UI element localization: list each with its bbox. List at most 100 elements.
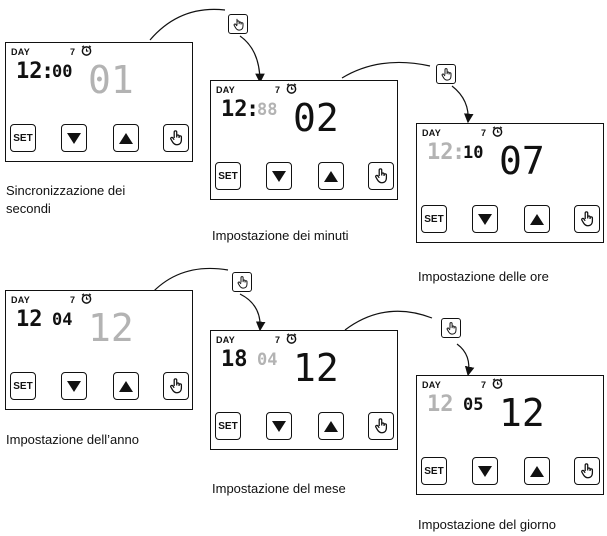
arrow-1-to-2 xyxy=(149,8,226,41)
up-button[interactable] xyxy=(524,457,550,485)
down-button[interactable] xyxy=(61,372,87,400)
touch-hand-icon xyxy=(170,130,183,146)
weekday-number: 7 xyxy=(275,85,281,95)
touch-button[interactable] xyxy=(368,162,394,190)
day-label: DAY xyxy=(11,47,31,57)
down-button[interactable] xyxy=(61,124,87,152)
touch-button[interactable] xyxy=(368,412,394,440)
hour-digits: 12 xyxy=(427,140,454,165)
minute-digits: 04 xyxy=(52,310,73,330)
hour-digits: 12 xyxy=(221,97,248,122)
alarm-clock-icon xyxy=(81,45,92,56)
set-button[interactable]: SET xyxy=(10,372,36,400)
arrow-2-to-3-drop xyxy=(451,85,474,124)
main-digits: 02 xyxy=(293,96,339,140)
alarm-clock-icon xyxy=(492,378,503,389)
up-button[interactable] xyxy=(113,372,139,400)
set-button[interactable]: SET xyxy=(215,162,241,190)
triangle-up-icon xyxy=(324,171,338,182)
weekday-number: 7 xyxy=(481,380,487,390)
weekday-number: 7 xyxy=(275,335,281,345)
minute-digits: 05 xyxy=(463,395,484,415)
triangle-down-icon xyxy=(272,421,286,432)
set-button[interactable]: SET xyxy=(10,124,36,152)
weekday-number: 7 xyxy=(481,128,487,138)
minute-digits: 04 xyxy=(257,350,278,370)
hour-digits: 18 xyxy=(221,347,248,372)
main-digits: 12 xyxy=(499,391,545,435)
touch-hand-icon xyxy=(441,318,461,338)
separator: : xyxy=(41,59,55,84)
caption-day: Impostazione del giorno xyxy=(418,517,557,532)
alarm-clock-icon xyxy=(492,126,503,137)
touch-hand-icon xyxy=(581,463,594,479)
set-button[interactable]: SET xyxy=(421,457,447,485)
main-digits: 07 xyxy=(499,139,545,183)
triangle-up-icon xyxy=(324,421,338,432)
up-button[interactable] xyxy=(524,205,550,233)
day-label: DAY xyxy=(422,128,442,138)
up-button[interactable] xyxy=(113,124,139,152)
arrow-4-to-5-drop xyxy=(239,293,266,332)
main-digits: 12 xyxy=(88,306,134,350)
down-button[interactable] xyxy=(266,162,292,190)
caption-seconds: Sincronizzazione dei secondi xyxy=(6,183,126,216)
day-label: DAY xyxy=(216,85,236,95)
touch-button[interactable] xyxy=(574,457,600,485)
triangle-up-icon xyxy=(530,214,544,225)
touch-button[interactable] xyxy=(574,205,600,233)
hour-digits: 12 xyxy=(16,59,43,84)
day-label: DAY xyxy=(216,335,236,345)
main-digits: 01 xyxy=(88,58,134,102)
minute-digits: 88 xyxy=(257,100,278,120)
triangle-up-icon xyxy=(119,133,133,144)
alarm-clock-icon xyxy=(286,83,297,94)
caption-month: Impostazione del mese xyxy=(212,481,346,496)
separator: : xyxy=(452,140,466,165)
separator: : xyxy=(246,97,260,122)
down-button[interactable] xyxy=(472,457,498,485)
touch-hand-icon xyxy=(232,272,252,292)
triangle-down-icon xyxy=(272,171,286,182)
touch-hand-icon xyxy=(170,378,183,394)
hour-digits: 12 xyxy=(427,392,454,417)
triangle-down-icon xyxy=(67,133,81,144)
set-button[interactable]: SET xyxy=(421,205,447,233)
up-button[interactable] xyxy=(318,162,344,190)
alarm-clock-icon xyxy=(286,333,297,344)
touch-hand-icon xyxy=(436,64,456,84)
up-button[interactable] xyxy=(318,412,344,440)
weekday-number: 7 xyxy=(70,47,76,57)
arrow-5-to-6 xyxy=(344,310,433,331)
alarm-clock-icon xyxy=(81,293,92,304)
minute-digits: 00 xyxy=(52,62,73,82)
touch-button[interactable] xyxy=(163,124,189,152)
day-label: DAY xyxy=(11,295,31,305)
touch-hand-icon xyxy=(375,168,388,184)
caption-hours: Impostazione delle ore xyxy=(418,269,549,284)
touch-hand-icon xyxy=(375,418,388,434)
minute-digits: 10 xyxy=(463,143,484,163)
triangle-down-icon xyxy=(67,381,81,392)
arrow-5-to-6-drop xyxy=(456,343,475,377)
down-button[interactable] xyxy=(472,205,498,233)
touch-hand-icon xyxy=(581,211,594,227)
triangle-up-icon xyxy=(530,466,544,477)
touch-button[interactable] xyxy=(163,372,189,400)
down-button[interactable] xyxy=(266,412,292,440)
triangle-down-icon xyxy=(478,214,492,225)
triangle-down-icon xyxy=(478,466,492,477)
weekday-number: 7 xyxy=(70,295,76,305)
arrow-2-to-3 xyxy=(341,61,431,79)
touch-hand-icon xyxy=(228,14,248,34)
day-label: DAY xyxy=(422,380,442,390)
caption-year: Impostazione dell’anno xyxy=(6,432,139,447)
arrow-1-to-2-drop xyxy=(239,35,265,84)
set-button[interactable]: SET xyxy=(215,412,241,440)
hour-digits: 12 xyxy=(16,307,43,332)
